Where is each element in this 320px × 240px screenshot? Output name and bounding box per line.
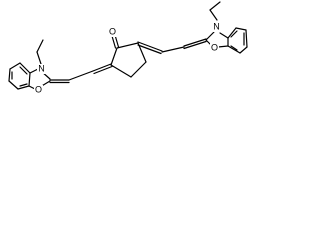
right-oxazoline-ring bbox=[205, 31, 229, 48]
right-vinyl-linker bbox=[137, 38, 207, 55]
right-benzene-ring bbox=[227, 27, 248, 54]
left-ethyl-group bbox=[36, 39, 44, 65]
right-nitrogen-label: N bbox=[212, 21, 221, 32]
right-oxygen-text: O bbox=[211, 42, 218, 52]
left-oxygen-label: O bbox=[34, 84, 43, 95]
right-ethyl-group bbox=[209, 1, 221, 21]
ketone-oxygen-label: O bbox=[108, 26, 117, 37]
left-nitrogen-text: N bbox=[38, 63, 45, 73]
right-nitrogen-text: N bbox=[213, 21, 220, 31]
ketone-oxygen-text: O bbox=[109, 26, 116, 36]
cyclopentanone-ring bbox=[110, 42, 147, 78]
molecule-structure-drawing: O N O N O bbox=[8, 1, 248, 95]
left-nitrogen-label: N bbox=[37, 63, 46, 74]
left-vinyl-linker bbox=[49, 63, 113, 84]
left-benzene-ring bbox=[8, 62, 31, 90]
chemical-structure-canvas: O N O N O bbox=[0, 0, 249, 115]
right-oxygen-label: O bbox=[210, 42, 219, 53]
left-oxygen-text: O bbox=[35, 84, 42, 94]
